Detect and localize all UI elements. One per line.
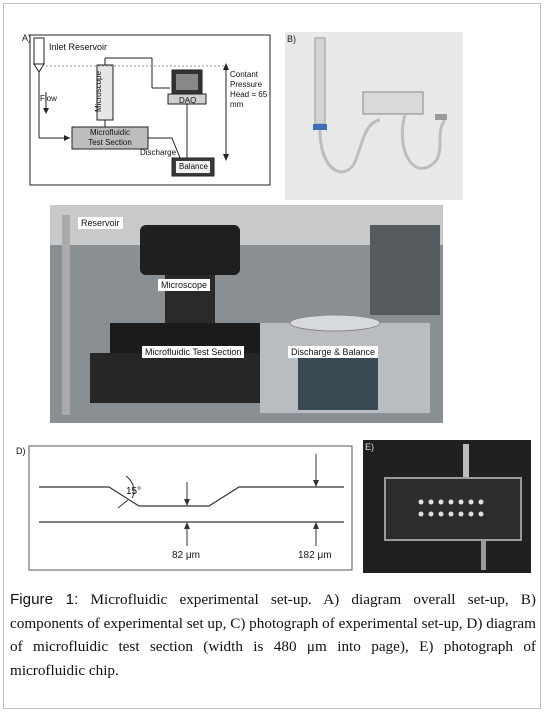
pressure-line-3: Head = 65 mm	[230, 90, 268, 109]
panel-d-border	[28, 445, 353, 571]
dim-large-bottom-arrow	[313, 522, 319, 529]
balance-label: Balance	[179, 162, 208, 171]
needle-bottom	[481, 540, 486, 570]
syringe-valve	[313, 124, 327, 130]
figure-label: Figure 1:	[10, 591, 79, 608]
angle-arc-top	[125, 475, 135, 499]
microscope-label: Microscope	[93, 71, 103, 112]
panel-e-photo: E)	[363, 440, 531, 573]
tube-left	[318, 118, 381, 174]
pressure-line-2: Pressure	[230, 80, 263, 89]
tube-right	[400, 113, 447, 170]
angle-label: 15°	[126, 486, 142, 497]
dim-small-bottom-arrow	[184, 522, 190, 529]
figure-caption: Figure 1: Microfluidic experimental set-…	[10, 588, 536, 682]
channel-top-wall	[39, 486, 344, 507]
flow-label: Flow	[40, 94, 57, 103]
test-section-tag: Microfluidic Test Section	[142, 346, 245, 358]
dim-large-label: 182 μm	[298, 550, 332, 561]
section-to-discharge-line2	[171, 137, 181, 159]
panel-a-diagram: A) Inlet Reservoir Flow Microscope DAQ C…	[22, 30, 276, 188]
panel-b-photo: B)	[285, 32, 463, 200]
panel-b-svg	[285, 32, 463, 200]
petri-dish	[289, 314, 381, 332]
flow-arrow-down	[43, 108, 49, 114]
syringe-body	[314, 37, 326, 125]
reservoir-funnel	[33, 63, 45, 73]
panel-c-photo: C) Reservoir Microscope Microfluidic Tes…	[50, 205, 443, 423]
daq-screen	[176, 74, 198, 90]
pressure-label: Contant Pressure Head = 65 mm	[230, 70, 276, 110]
panel-a-label: A)	[22, 33, 31, 43]
reservoir-tag: Reservoir	[78, 217, 123, 229]
chip-holes	[418, 499, 484, 517]
inlet-reservoir-label: Inlet Reservoir	[49, 42, 108, 52]
inlet-reservoir-shape	[33, 37, 45, 65]
panel-a-svg	[29, 34, 271, 186]
stand-post	[62, 215, 70, 415]
daq-label: DAQ	[179, 96, 197, 105]
test-section-label: Microfluidic Test Section	[74, 128, 146, 148]
pressure-arrow-up	[223, 63, 229, 70]
caption-text: Microfluidic experimental set-up. A) dia…	[10, 591, 536, 679]
panel-c-svg	[50, 205, 443, 423]
panel-d-svg	[28, 445, 353, 571]
balance-label-bg	[176, 161, 210, 173]
dim-small-top-arrow	[184, 499, 190, 506]
background-equipment	[370, 225, 440, 315]
dim-small-label: 82 μm	[172, 550, 200, 561]
panel-e-label: E)	[365, 442, 374, 452]
chip-b	[362, 91, 424, 115]
dim-large-top-arrow	[313, 480, 319, 487]
discharge-balance-tag: Discharge & Balance	[288, 346, 379, 358]
panel-d-label: D)	[16, 446, 26, 456]
panel-d-diagram: D) 15° 82 μm 182 μm	[14, 442, 354, 572]
angle-arc-bottom	[117, 499, 129, 509]
panel-a-border	[29, 34, 271, 186]
pressure-arrow-down	[223, 154, 229, 161]
balance-screen	[298, 355, 378, 410]
pressure-line-1: Contant	[230, 70, 259, 79]
panel-b-label: B)	[287, 34, 296, 44]
test-section-line-1: Microfluidic	[89, 128, 130, 137]
figure-frame	[3, 3, 541, 709]
microscope-head	[140, 225, 240, 275]
panel-e-svg	[363, 440, 531, 573]
chip-e	[384, 477, 522, 541]
microscope-tag: Microscope	[158, 279, 211, 291]
test-section-line-2: Test Section	[88, 138, 132, 147]
discharge-label: Discharge	[140, 148, 177, 157]
flow-arrow-head	[64, 135, 70, 141]
needle-top	[463, 444, 469, 478]
connector-right	[435, 114, 447, 120]
